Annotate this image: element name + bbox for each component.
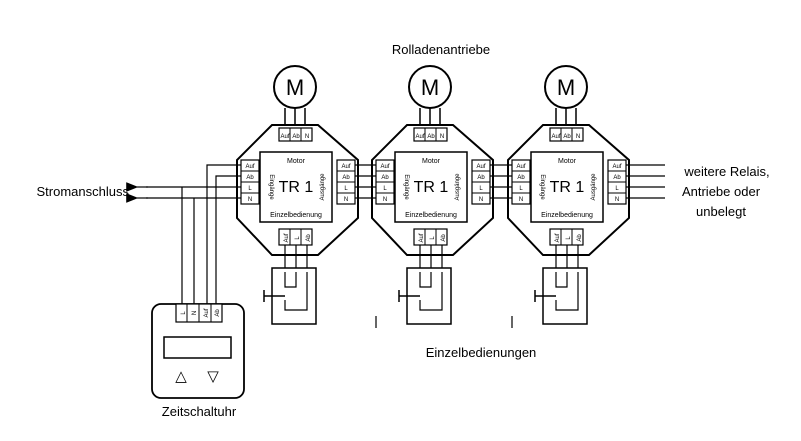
timer-switch: L N Auf Ab △ ▽ — [151, 303, 245, 399]
svg-text:Auf: Auf — [415, 134, 424, 140]
svg-text:Ab: Ab — [477, 175, 485, 181]
power-caption: Stromanschluss — [37, 184, 130, 199]
svg-text:Ab: Ab — [441, 234, 447, 242]
timer-display — [163, 336, 232, 359]
relay-2-name: TR 1 — [414, 179, 449, 196]
down-arrow-icon[interactable]: ▽ — [207, 367, 219, 385]
svg-text:Auf: Auf — [245, 164, 254, 170]
relay-1-center — [259, 151, 333, 223]
svg-text:Ab: Ab — [517, 175, 525, 181]
svg-text:Motor: Motor — [422, 158, 441, 165]
timer-caption: Zeitschaltuhr — [162, 404, 237, 419]
svg-text:Motor: Motor — [558, 158, 577, 165]
svg-text:Auf: Auf — [516, 164, 525, 170]
svg-text:Auf: Auf — [280, 134, 289, 140]
svg-text:L: L — [295, 236, 301, 240]
svg-text:L: L — [615, 186, 619, 192]
svg-text:Einzelbedienung: Einzelbedienung — [541, 212, 593, 219]
svg-text:Ab: Ab — [246, 175, 254, 181]
svg-text:L: L — [430, 236, 436, 240]
svg-text:N: N — [383, 197, 387, 203]
relay-module-2: M Motor TR 1 Einzelbedienung Eingänge Au… — [371, 65, 494, 325]
svg-text:Einzelbedienung: Einzelbedienung — [270, 212, 322, 219]
relay-module-1: M Motor TR 1 Einzelbedienung Eingänge Au… — [236, 65, 359, 325]
svg-text:Auf: Auf — [380, 164, 389, 170]
svg-text:Auf: Auf — [284, 233, 290, 242]
bus-wiring — [146, 164, 665, 306]
svg-text:N: N — [576, 134, 580, 140]
svg-text:N: N — [344, 197, 348, 203]
svg-text:Eingänge: Eingänge — [403, 174, 409, 200]
svg-text:N: N — [305, 134, 309, 140]
svg-text:Ab: Ab — [381, 175, 389, 181]
relay-1-name: TR 1 — [279, 179, 314, 196]
svg-text:Einzelbedienung: Einzelbedienung — [405, 212, 457, 219]
svg-text:Auf: Auf — [341, 164, 350, 170]
svg-text:L: L — [519, 186, 523, 192]
right-caption-2: Antriebe oder — [682, 184, 761, 199]
svg-text:N: N — [440, 134, 444, 140]
local-caption: Einzelbedienungen — [426, 345, 537, 360]
motor-1-label: M — [286, 75, 304, 100]
svg-text:N: N — [519, 197, 523, 203]
svg-text:Eingänge: Eingänge — [268, 174, 274, 200]
svg-text:Ab: Ab — [613, 175, 621, 181]
svg-text:L: L — [383, 186, 387, 192]
svg-text:L: L — [181, 311, 187, 315]
svg-text:Motor: Motor — [287, 158, 306, 165]
svg-text:Auf: Auf — [476, 164, 485, 170]
svg-text:N: N — [192, 311, 198, 315]
svg-text:Auf: Auf — [612, 164, 621, 170]
svg-text:Ab: Ab — [577, 234, 583, 242]
svg-text:Auf: Auf — [551, 134, 560, 140]
svg-text:Ab: Ab — [427, 134, 435, 140]
svg-text:L: L — [479, 186, 483, 192]
svg-text:Ausgänge: Ausgänge — [591, 173, 597, 201]
relay-3-name: TR 1 — [550, 179, 585, 196]
up-arrow-icon[interactable]: △ — [175, 367, 187, 385]
svg-text:Auf: Auf — [419, 233, 425, 242]
motor-3-label: M — [557, 75, 575, 100]
svg-text:Ab: Ab — [342, 175, 350, 181]
svg-text:Ab: Ab — [215, 309, 221, 317]
svg-text:Ab: Ab — [306, 234, 312, 242]
motor-2-label: M — [421, 75, 439, 100]
svg-text:Eingänge: Eingänge — [539, 174, 545, 200]
svg-text:Ab: Ab — [563, 134, 571, 140]
svg-text:Auf: Auf — [555, 233, 561, 242]
svg-text:Ausgänge: Ausgänge — [455, 173, 461, 201]
svg-text:L: L — [344, 186, 348, 192]
svg-text:N: N — [479, 197, 483, 203]
right-caption-3: unbelegt — [696, 204, 746, 219]
motors-caption: Rolladenantriebe — [392, 42, 490, 57]
svg-text:N: N — [248, 197, 252, 203]
svg-text:N: N — [615, 197, 619, 203]
right-caption-1: weitere Relais, — [683, 164, 769, 179]
svg-text:Auf: Auf — [204, 308, 210, 317]
svg-text:Ab: Ab — [292, 134, 300, 140]
svg-text:Ausgänge: Ausgänge — [320, 173, 326, 201]
svg-text:L: L — [248, 186, 252, 192]
svg-text:L: L — [566, 236, 572, 240]
relay-module-3: M Motor TR 1 Einzelbedienung Eingänge Au… — [507, 65, 630, 325]
